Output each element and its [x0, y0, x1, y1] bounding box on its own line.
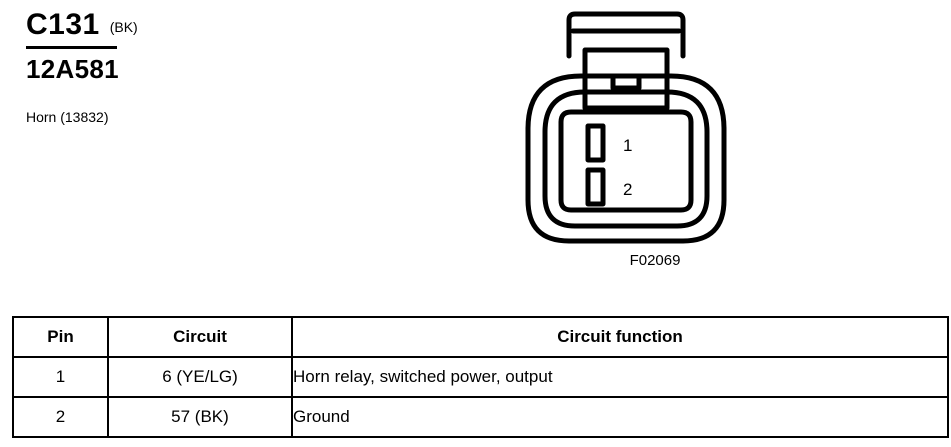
- pin-cavity-label-1: 1: [623, 136, 632, 155]
- column-header-circuit-function: Circuit function: [291, 316, 949, 358]
- cell-circuit: 57 (BK): [107, 396, 293, 438]
- table-header: Pin Circuit Circuit function: [12, 316, 949, 358]
- connector-color-code: (BK): [109, 19, 138, 35]
- locking-tab-inner-box: [582, 47, 670, 111]
- header-divider-rule: [26, 46, 117, 49]
- connector-shell-inner: [542, 89, 710, 229]
- connector-part-number: 12A581: [26, 54, 119, 84]
- connector-id: C131: [26, 8, 100, 41]
- cell-pin: 1: [12, 356, 109, 398]
- connector-illustration: 1 2 F02069: [505, 4, 765, 284]
- cell-circuit-function: Ground: [291, 396, 949, 438]
- table-row: 2 57 (BK) Ground: [12, 396, 949, 438]
- cell-circuit: 6 (YE/LG): [107, 356, 293, 398]
- pin-cavity-1: [585, 123, 606, 163]
- table-header-row: Pin Circuit Circuit function: [12, 316, 949, 358]
- connector-header: C131 (BK) 12A581 Horn (13832): [26, 8, 286, 126]
- pin-block: [558, 109, 694, 213]
- table-body: 1 6 (YE/LG) Horn relay, switched power, …: [12, 356, 949, 438]
- connector-figure-code: F02069: [629, 252, 681, 269]
- cell-pin: 2: [12, 396, 109, 438]
- pin-cavity-2: [585, 167, 606, 207]
- table-row: 1 6 (YE/LG) Horn relay, switched power, …: [12, 356, 949, 398]
- column-header-circuit: Circuit: [107, 316, 293, 358]
- column-header-pin: Pin: [12, 316, 109, 358]
- connector-id-row: C131 (BK): [26, 8, 286, 44]
- locking-tab-outer: [566, 11, 686, 59]
- connector-diagram-svg: 1 2: [525, 11, 727, 244]
- pin-cavity-label-2: 2: [623, 180, 632, 199]
- component-name: Horn (13832): [26, 109, 109, 125]
- cell-circuit-function: Horn relay, switched power, output: [291, 356, 949, 398]
- pin-assignment-table: Pin Circuit Circuit function 1 6 (YE/LG)…: [12, 316, 949, 438]
- connector-shell-outer: [525, 73, 727, 244]
